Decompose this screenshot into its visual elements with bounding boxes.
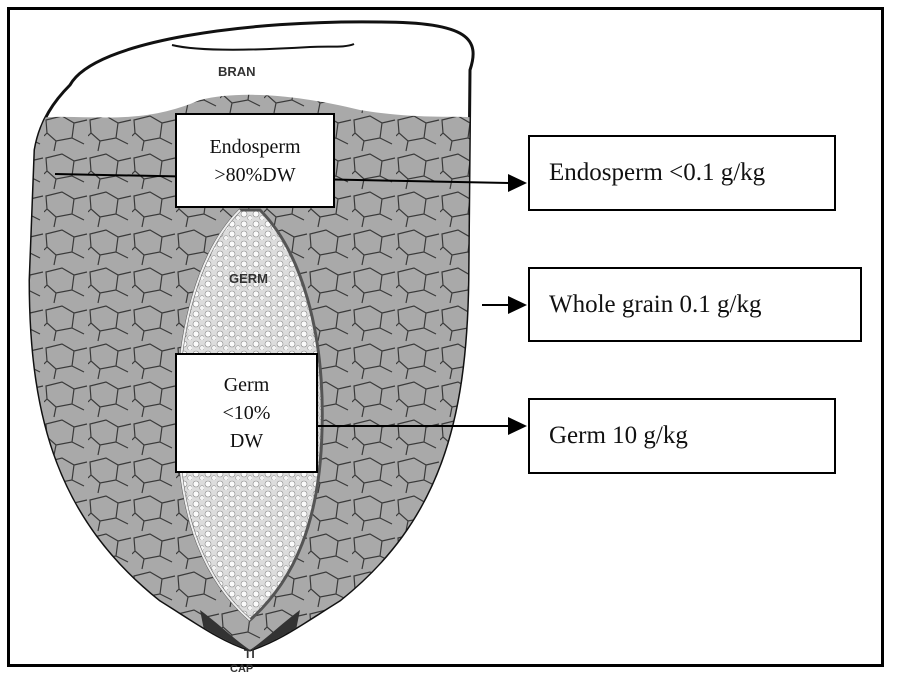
endosperm-percent-line-1: Endosperm [209,133,300,161]
endosperm-percent-box: Endosperm >80%DW [175,113,335,208]
whole-grain-arrowhead [508,296,527,314]
germ-percent-line-1: Germ [224,371,270,399]
tip-cap-label: CAP [230,663,253,675]
germ-percent-line-3: DW [230,427,263,455]
whole-grain-concentration-box: Whole grain 0.1 g/kg [528,267,862,342]
germ-arrowhead [508,417,527,435]
tip-label: TI [244,647,255,661]
endosperm-arrowhead [508,174,527,192]
germ-percent-box: Germ <10% DW [175,353,318,473]
endosperm-concentration-box: Endosperm <0.1 g/kg [528,135,836,211]
germ-percent-line-2: <10% [223,399,271,427]
germ-concentration-box: Germ 10 g/kg [528,398,836,474]
germ-section-label: GERM [229,271,268,286]
bran-label: BRAN [218,64,256,79]
endosperm-percent-line-2: >80%DW [214,161,295,189]
